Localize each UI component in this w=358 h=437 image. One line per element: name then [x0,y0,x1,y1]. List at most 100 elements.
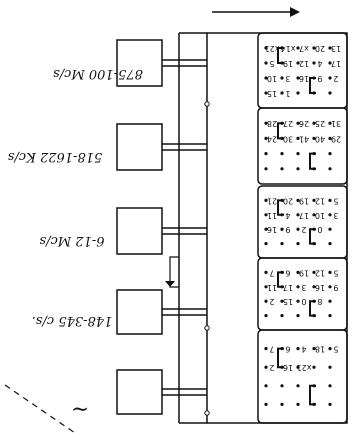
pin-number: 29 [331,134,341,143]
contact-dot [328,46,332,50]
push-button [116,207,163,255]
pin-number: 20 [315,44,325,53]
contact-dot [280,227,284,231]
pin-number: 2 [301,225,306,234]
band-label: 148-345 c/s. [32,313,113,328]
pin-number: 31 [331,119,341,128]
pin-number: 2 [269,297,274,306]
pin-number: 41 [299,134,309,143]
contact-dot [296,365,300,369]
contact-link [277,271,284,288]
pin-number: 16 [267,225,277,234]
contact-link [277,199,284,216]
contact-dot [328,121,332,125]
contact-dot [264,285,268,289]
band-label: 518-1622 Kc/s [7,149,102,164]
contact-link [309,228,316,245]
contact-dot [264,314,268,318]
contact-dot [264,136,268,140]
contact-link [309,384,316,406]
contact-dot [264,76,268,80]
pin-number: 27 [283,119,293,128]
pin-number: 17 [283,283,293,292]
contact-dot [280,91,284,95]
contact-dot [280,314,284,318]
contact-dot [328,347,332,351]
contact-dot [280,299,284,303]
pin-number: 19 [299,268,309,277]
pin-number: 19 [283,59,293,68]
contact-dot [328,152,332,156]
contact-dot [264,121,268,125]
contact-dot [328,314,332,318]
pin-number: x14 [281,44,296,53]
pin-number: 8 [317,297,322,306]
contact-dot [296,285,300,289]
pin-number: 11 [267,211,277,220]
contact-dot [296,152,300,156]
contact-dot [312,61,316,65]
pin-number: 24 [267,134,277,143]
pin-number: 6 [285,268,290,277]
band-label: 6-12 Mc/s [39,233,104,248]
push-button [116,289,163,335]
contact-dot [264,167,268,171]
contact-dot [264,384,268,388]
pin-number: 18 [315,345,325,354]
contact-dot [296,270,300,274]
pin-number: 9 [285,225,290,234]
contact-dot [296,314,300,318]
pin-number: 7 [269,268,274,277]
contact-dot [264,402,268,406]
pin-number: 10 [315,211,325,220]
contact-dot [296,46,300,50]
pin-number: 25 [315,119,325,128]
pin-number: 16 [315,283,325,292]
pin-number: 9 [333,283,338,292]
contact-dot [328,299,332,303]
pin-number: 9 [317,74,322,83]
contact-dot [264,299,268,303]
pin-number: x21 [265,44,280,53]
contact-dot [312,198,316,202]
pin-number: 40 [315,134,325,143]
pin-number: 3 [333,211,338,220]
pin-number: 12 [315,268,325,277]
pin-number: 26 [299,119,309,128]
contact-dot [328,227,332,231]
contact-dot [264,365,268,369]
pin-number: 15 [267,89,277,98]
contact-dot [296,242,300,246]
contact-dot [312,136,316,140]
contact-dot [296,136,300,140]
contact-dot [280,402,284,406]
push-button [116,39,163,87]
contact-dot [296,213,300,217]
contact-link [309,77,316,94]
contact-dot [296,347,300,351]
contact-dot [328,167,332,171]
push-button [116,123,163,171]
pin-number: 5 [269,59,274,68]
pin-number: 20 [283,196,293,205]
contact-link [277,347,284,369]
contact-dot [280,152,284,156]
contact-dot [264,198,268,202]
contact-dot [264,270,268,274]
pin-number: 17 [299,211,309,220]
pin-number: 15 [283,297,293,306]
contact-dot [264,152,268,156]
contact-link [277,47,284,64]
pin-number: 16 [299,74,309,83]
pin-number: x7 [299,44,309,53]
contact-dot [312,347,316,351]
pin-number: 4 [301,345,306,354]
pin-number: 30 [283,134,293,143]
contact-link [277,122,284,140]
contact-dot [296,384,300,388]
contact-dot [296,227,300,231]
pin-number: 13 [331,44,341,53]
contact-dot [296,299,300,303]
contact-dot [328,365,332,369]
pin-number: 7 [269,345,274,354]
